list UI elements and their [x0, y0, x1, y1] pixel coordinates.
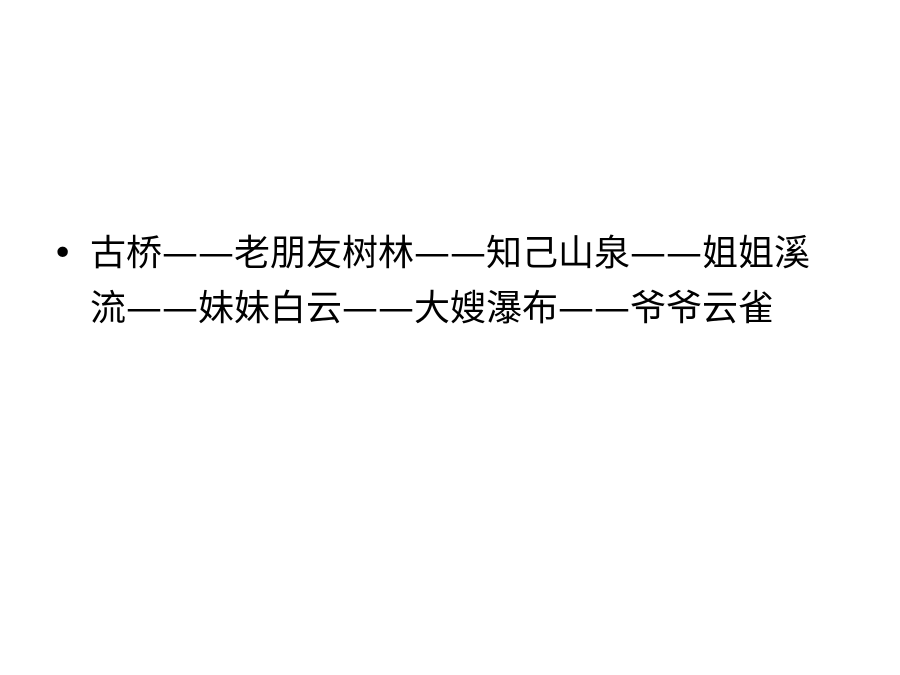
- bullet-list: • 古桥——老朋友树林——知己山泉——姐姐溪流——妹妹白云——大嫂瀑布——爷爷云…: [52, 226, 812, 336]
- bullet-text: 古桥——老朋友树林——知己山泉——姐姐溪流——妹妹白云——大嫂瀑布——爷爷云雀: [90, 233, 811, 329]
- bullet-item: • 古桥——老朋友树林——知己山泉——姐姐溪流——妹妹白云——大嫂瀑布——爷爷云…: [52, 226, 812, 336]
- bullet-dot-icon: •: [52, 233, 74, 274]
